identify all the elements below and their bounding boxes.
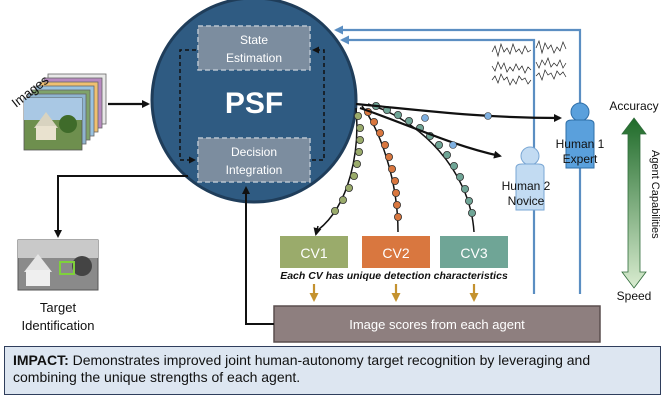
target-label-1: Target	[40, 300, 77, 315]
arrow-scores-to-decision	[242, 186, 274, 325]
state-estimation-label-1: State	[240, 33, 268, 47]
decision-integration-box	[197, 137, 311, 183]
loop-arrow-left	[179, 49, 196, 164]
psf-title: PSF	[225, 87, 283, 120]
cv1-box	[280, 236, 348, 268]
connection-to-human1	[355, 102, 562, 122]
cv3-label: CV3	[460, 245, 487, 261]
human1-expert-figure	[565, 102, 595, 169]
image-scores-box	[273, 305, 601, 343]
impact-label: IMPACT:	[13, 352, 69, 368]
human2-label-2: Novice	[508, 194, 545, 208]
human2-novice-figure	[515, 146, 545, 211]
cv1-label: CV1	[300, 245, 327, 261]
state-estimation-box	[197, 25, 311, 71]
target-image	[17, 239, 99, 291]
input-images-stack	[23, 73, 107, 151]
cv3-connection	[367, 102, 476, 233]
eeg-signal-graphic	[491, 39, 567, 86]
connection-to-human2	[359, 106, 502, 159]
image-scores-label: Image scores from each agent	[349, 317, 525, 332]
cv1-connection	[317, 107, 364, 231]
human1-label-1: Human 1	[556, 137, 605, 151]
scale-side-label: Agent Capabilities	[649, 150, 661, 239]
capability-gradient-arrow	[621, 117, 647, 289]
scale-bottom-label: Speed	[617, 289, 652, 303]
state-estimation-label-2: Estimation	[226, 51, 282, 65]
arrow-psf-to-target	[54, 175, 188, 238]
impact-text: Demonstrates improved joint human-autono…	[13, 352, 591, 385]
cv-note: Each CV has unique detection characteris…	[280, 270, 508, 282]
feedback-human1-to-psf	[334, 25, 582, 294]
human2-label-1: Human 2	[502, 179, 551, 193]
loop-arrow-right	[312, 46, 325, 161]
cv3-box	[440, 236, 508, 268]
cv2-label: CV2	[382, 245, 409, 261]
scale-top-label: Accuracy	[609, 99, 658, 113]
cv2-connection	[361, 105, 402, 233]
decision-integration-label-1: Decision	[231, 145, 277, 159]
target-label-2: Identification	[22, 318, 95, 333]
decision-integration-label-2: Integration	[226, 163, 283, 177]
cv2-box	[362, 236, 430, 268]
human1-label-2: Expert	[563, 152, 598, 166]
impact-statement: IMPACT: Demonstrates improved joint huma…	[4, 346, 661, 395]
